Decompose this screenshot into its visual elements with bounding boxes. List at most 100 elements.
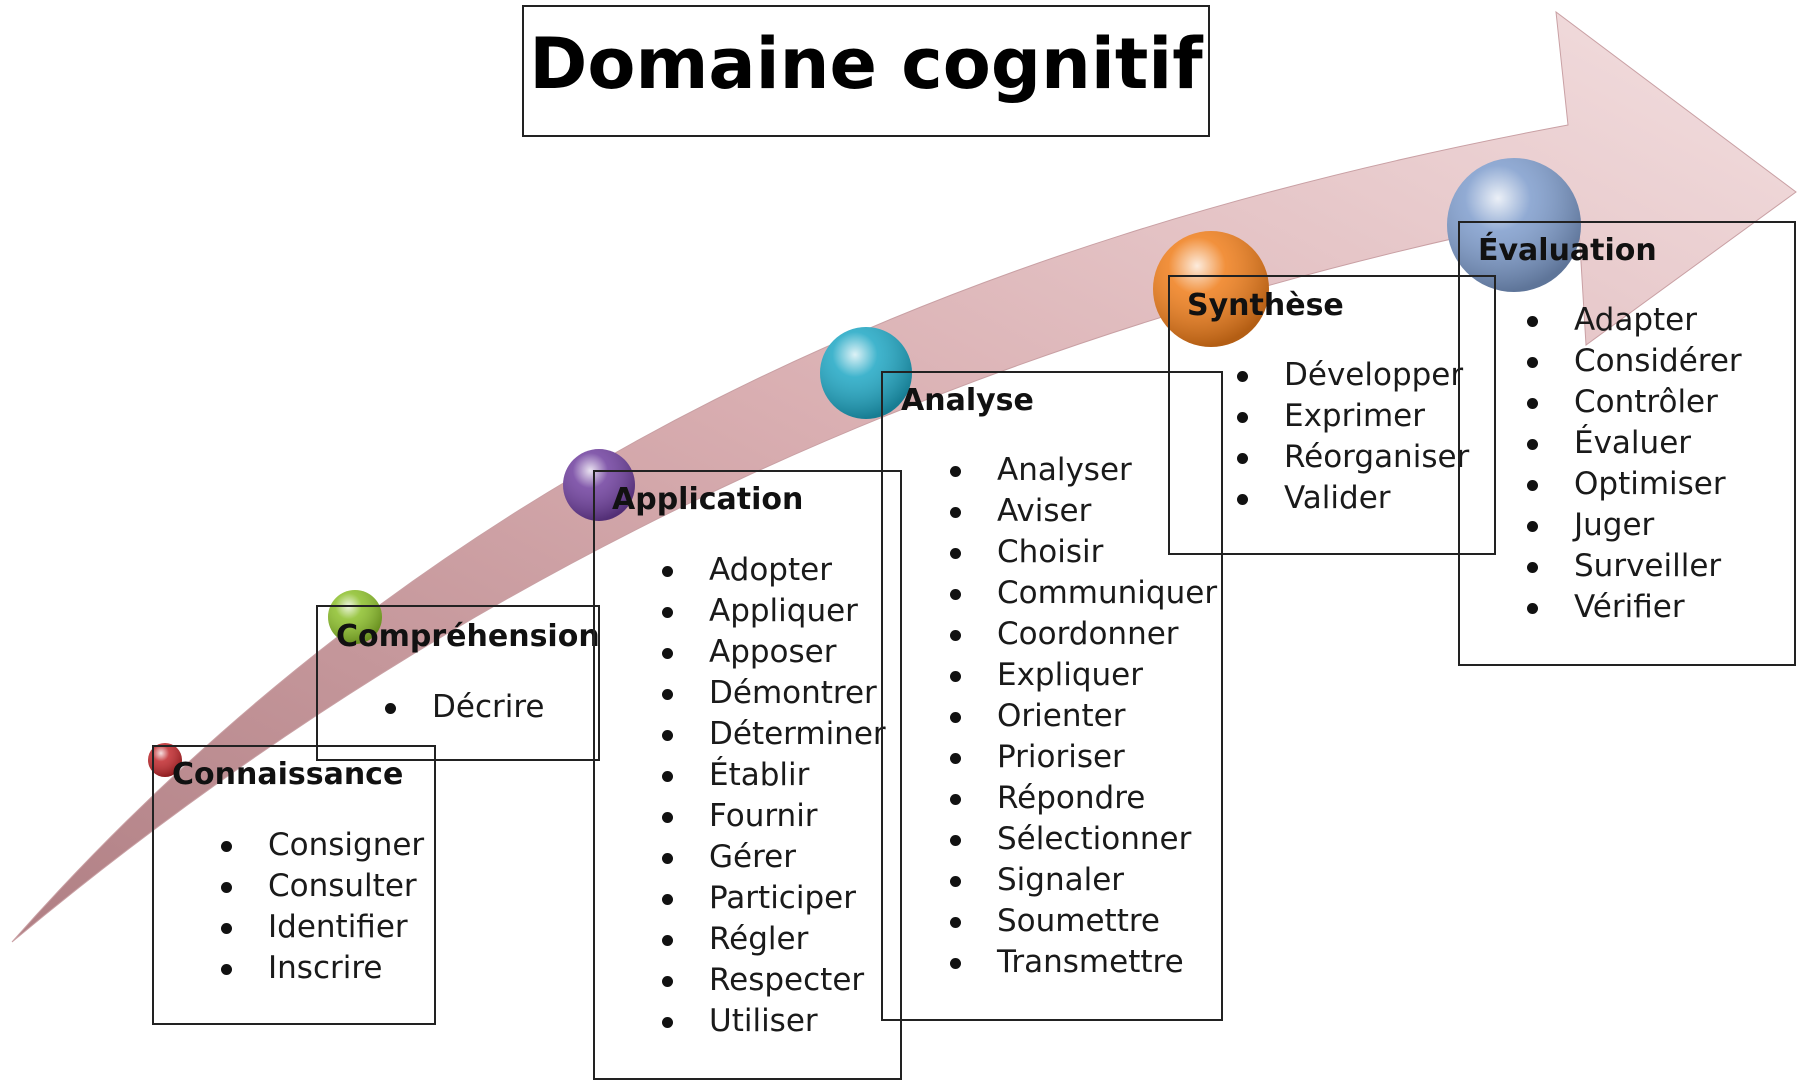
verb-label: Participer — [709, 880, 856, 916]
list-item: Coordonner — [950, 614, 1217, 655]
verb-label: Surveiller — [1574, 548, 1722, 584]
list-item: Appliquer — [662, 591, 886, 632]
verb-label: Transmettre — [997, 944, 1184, 980]
list-item: Aviser — [950, 491, 1217, 532]
synthese-box — [1168, 275, 1496, 555]
verb-label: Respecter — [709, 962, 865, 998]
bullet-icon — [385, 703, 396, 714]
bullet-icon — [1527, 603, 1538, 614]
verb-label: Expliquer — [997, 657, 1143, 693]
list-item: Apposer — [662, 632, 886, 673]
progress-arrow — [11, 10, 1797, 943]
bullet-icon — [1527, 398, 1538, 409]
bullet-icon — [1527, 562, 1538, 573]
bullet-icon — [662, 566, 673, 577]
list-item: Consigner — [221, 825, 425, 866]
synthese-title: Synthèse — [1187, 288, 1344, 323]
verb-label: Consulter — [268, 868, 417, 904]
list-item: Consulter — [221, 866, 424, 907]
verb-label: Prioriser — [997, 739, 1125, 775]
verb-label: Déterminer — [709, 716, 886, 752]
bullet-icon — [1237, 371, 1248, 382]
verb-label: Consigner — [268, 827, 425, 863]
verb-label: Vérifier — [1574, 589, 1685, 625]
list-item: Choisir — [950, 532, 1217, 573]
list-item: Décrire — [385, 687, 544, 728]
verb-label: Optimiser — [1574, 466, 1726, 502]
comprehension-verb-list: Décrire — [385, 687, 544, 728]
verb-label: Fournir — [709, 798, 818, 834]
list-item: Déterminer — [662, 714, 886, 755]
comprehension-title: Compréhension — [336, 619, 600, 654]
bullet-icon — [1527, 357, 1538, 368]
application-title: Application — [612, 482, 804, 517]
bullet-icon — [662, 894, 673, 905]
list-item: Répondre — [950, 778, 1217, 819]
bullet-icon — [950, 466, 961, 477]
list-item: Sélectionner — [950, 819, 1217, 860]
verb-label: Communiquer — [997, 575, 1218, 611]
connaissance-sphere — [148, 743, 182, 777]
bullet-icon — [662, 771, 673, 782]
bullet-icon — [950, 876, 961, 887]
list-item: Adapter — [1527, 300, 1742, 341]
analyse-sphere — [820, 327, 912, 419]
verb-label: Adopter — [709, 552, 832, 588]
evaluation-title: Évaluation — [1478, 233, 1657, 268]
verb-label: Exprimer — [1284, 398, 1425, 434]
list-item: Contrôler — [1527, 382, 1742, 423]
bullet-icon — [950, 589, 961, 600]
list-item: Adopter — [662, 550, 886, 591]
list-item: Juger — [1527, 505, 1742, 546]
verb-label: Considérer — [1574, 343, 1742, 379]
bullet-icon — [950, 630, 961, 641]
diagram-title: Domaine cognitif — [529, 23, 1203, 105]
bullet-icon — [950, 794, 961, 805]
bullet-icon — [950, 917, 961, 928]
title-box: Domaine cognitif — [522, 5, 1210, 137]
synthese-sphere — [1153, 231, 1269, 347]
bullet-icon — [221, 964, 232, 975]
list-item: Fournir — [662, 796, 886, 837]
list-item: Analyser — [950, 450, 1217, 491]
list-item: Réorganiser — [1237, 437, 1469, 478]
list-item: Évaluer — [1527, 423, 1742, 464]
verb-label: Contrôler — [1574, 384, 1718, 420]
verb-label: Apposer — [709, 634, 837, 670]
list-item: Établir — [662, 755, 886, 796]
verb-label: Soumettre — [997, 903, 1161, 939]
list-item: Communiquer — [950, 573, 1218, 614]
bullet-icon — [662, 935, 673, 946]
verb-label: Signaler — [997, 862, 1125, 898]
bullet-icon — [950, 753, 961, 764]
connaissance-box — [152, 745, 436, 1025]
list-item: Considérer — [1527, 341, 1742, 382]
bullet-icon — [662, 976, 673, 987]
application-sphere — [563, 449, 635, 521]
list-item: Transmettre — [950, 942, 1217, 983]
verb-label: Utiliser — [709, 1003, 818, 1039]
verb-label: Orienter — [997, 698, 1126, 734]
verb-label: Évaluer — [1574, 425, 1692, 461]
bullet-icon — [1527, 521, 1538, 532]
bullet-icon — [1237, 494, 1248, 505]
verb-label: Identifier — [268, 909, 408, 945]
list-item: Signaler — [950, 860, 1217, 901]
verb-label: Analyser — [997, 452, 1132, 488]
bullet-icon — [662, 689, 673, 700]
list-item: Exprimer — [1237, 396, 1469, 437]
bullet-icon — [662, 730, 673, 741]
verb-label: Établir — [709, 757, 810, 793]
bullet-icon — [950, 835, 961, 846]
evaluation-box — [1458, 221, 1796, 666]
bullet-icon — [1527, 439, 1538, 450]
list-item: Utiliser — [662, 1001, 886, 1042]
verb-label: Coordonner — [997, 616, 1179, 652]
bullet-icon — [950, 548, 961, 559]
list-item: Respecter — [662, 960, 886, 1001]
list-item: Valider — [1237, 478, 1469, 519]
